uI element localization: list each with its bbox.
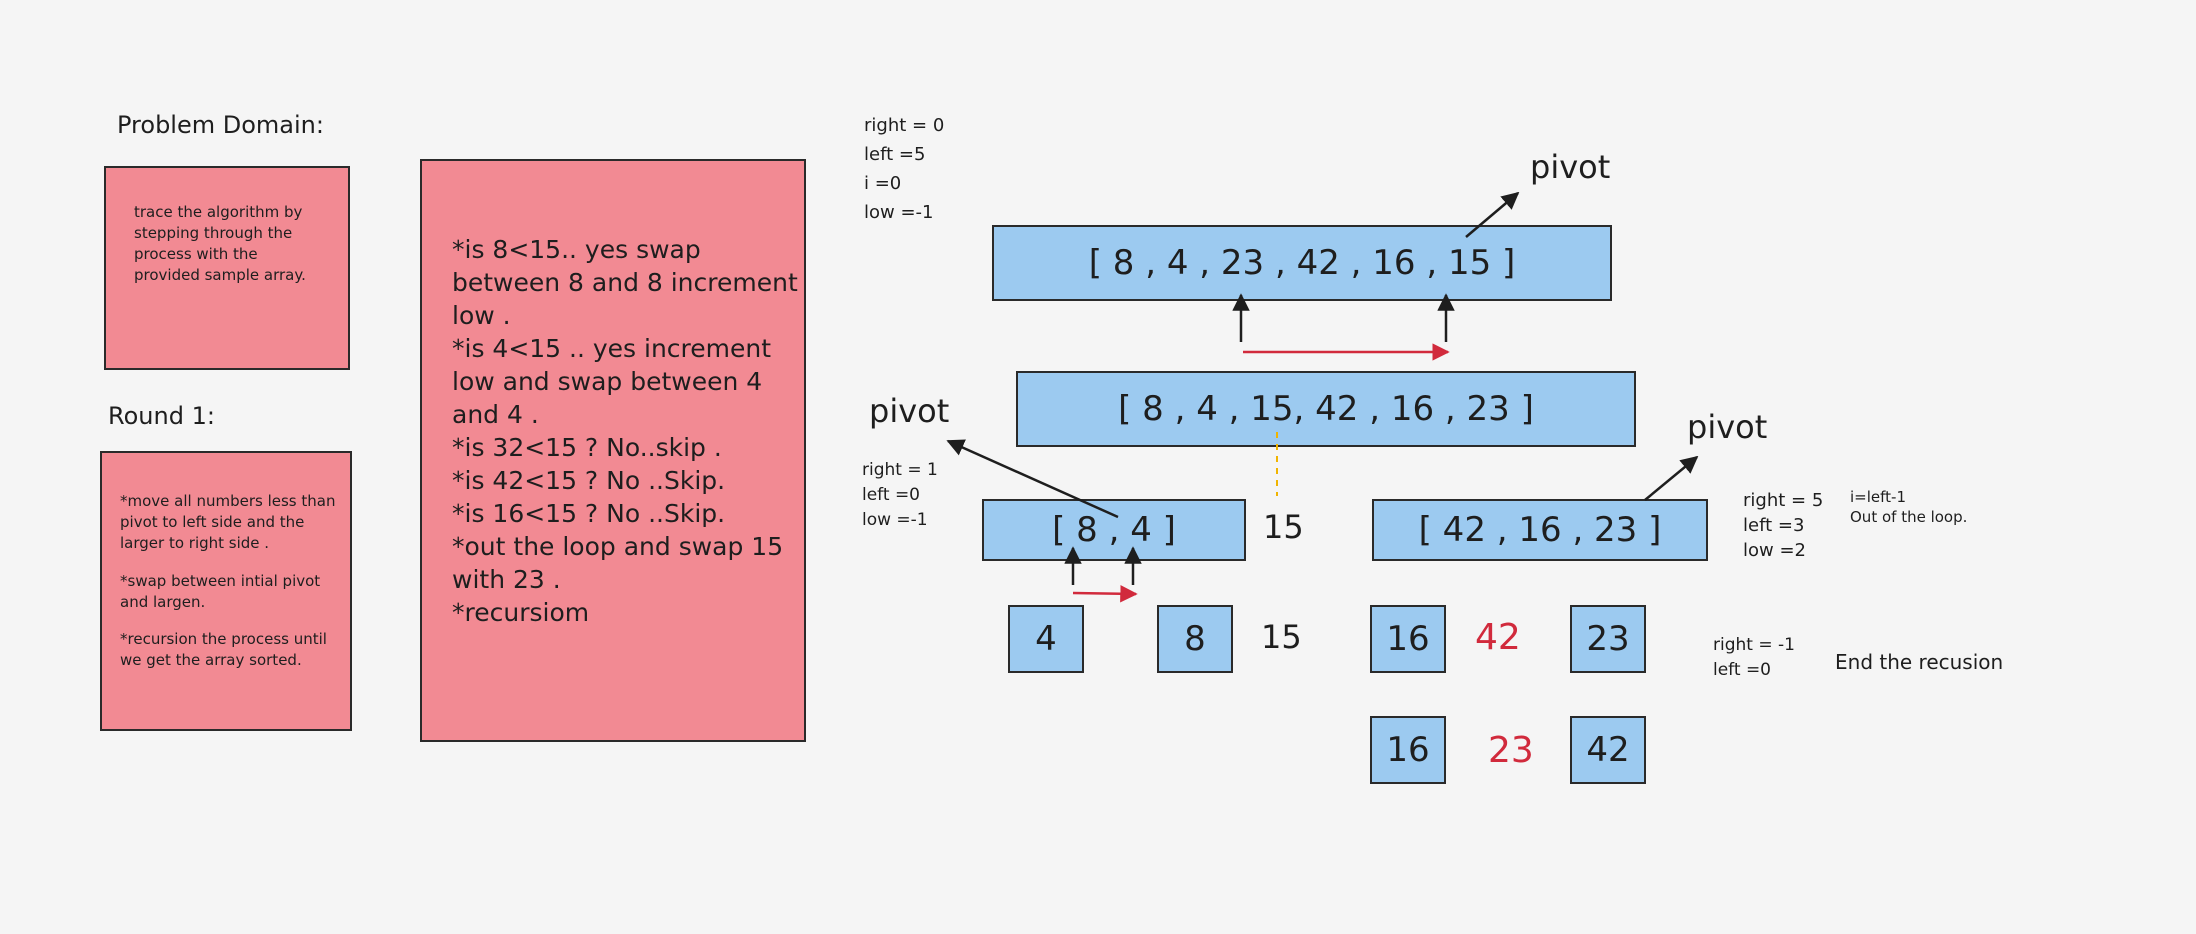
round1-note: *move all numbers less than pivot to lef… — [100, 451, 352, 731]
pivot-label-left: pivot — [869, 392, 950, 430]
pivot-label-right: pivot — [1687, 408, 1768, 446]
steps-note: *is 8<15.. yes swap between 8 and 8 incr… — [420, 159, 806, 742]
problem-domain-heading: Problem Domain: — [117, 111, 324, 139]
pivot-42: 42 — [1475, 617, 1521, 658]
round1-point-1: *move all numbers less than pivot to lef… — [120, 492, 336, 552]
cell-8: 8 — [1157, 605, 1233, 673]
round1-point-2: *swap between intial pivot and largen. — [120, 572, 321, 611]
end-recursion-text: End the recusion — [1835, 650, 2004, 674]
array-initial: [ 8 , 4 , 23 , 42 , 16 , 15 ] — [992, 225, 1612, 301]
cell-16: 16 — [1370, 605, 1446, 673]
cell-23: 23 — [1570, 605, 1646, 673]
problem-domain-text: trace the algorithm by stepping through … — [134, 203, 306, 284]
cell-16-final: 16 — [1370, 716, 1446, 784]
right-notes: i=left-1 Out of the loop. — [1850, 488, 1968, 526]
pivot-value: 15 — [1263, 508, 1304, 546]
pivot-23: 23 — [1488, 730, 1534, 771]
bottom-variables: right = -1 left =0 — [1713, 635, 1795, 680]
pivot-label-top: pivot — [1530, 148, 1611, 186]
right-variables: right = 5 left =3 low =2 — [1743, 490, 1824, 561]
left-variables: right = 1 left =0 low =-1 — [862, 460, 938, 530]
cell-4: 4 — [1008, 605, 1084, 673]
pivot-arrow-left — [946, 439, 1119, 519]
array-after-partition: [ 8 , 4 , 15, 42 , 16 , 23 ] — [1016, 371, 1636, 447]
cell-42-final: 42 — [1570, 716, 1646, 784]
pivot-arrow-top — [1465, 191, 1520, 238]
pivot-arrow-right — [1644, 455, 1699, 501]
pivot-mark-15: 15 — [1261, 618, 1302, 656]
round1-point-3: *recursion the process until we get the … — [120, 630, 327, 669]
array-left: [ 8 , 4 ] — [982, 499, 1246, 561]
problem-domain-note: trace the algorithm by stepping through … — [104, 166, 350, 370]
round1-heading: Round 1: — [108, 402, 215, 430]
top-variables: right = 0 left =5 i =0 low =-1 — [864, 115, 945, 223]
steps-text: *is 8<15.. yes swap between 8 and 8 incr… — [452, 235, 798, 627]
array-right: [ 42 , 16 , 23 ] — [1372, 499, 1708, 561]
swap-arrow-left — [1072, 585, 1138, 603]
